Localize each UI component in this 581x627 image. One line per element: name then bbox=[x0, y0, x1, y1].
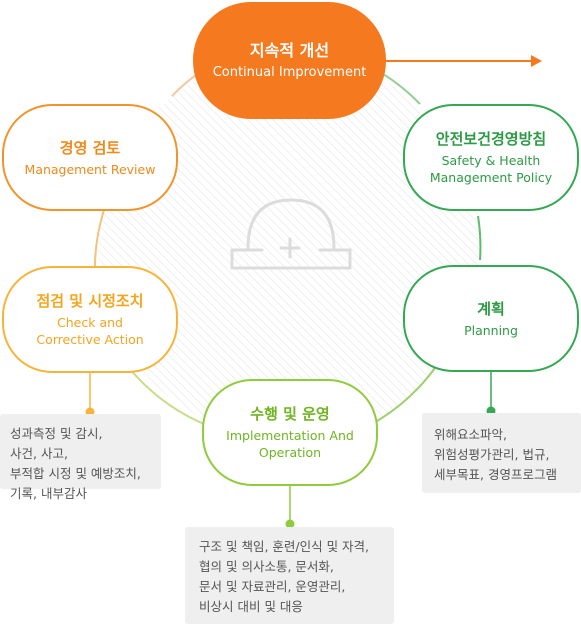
helmet-icon bbox=[230, 198, 352, 270]
implementation-connector-dot bbox=[285, 519, 295, 529]
safety-health-policy-subtitle-line: Safety & Health bbox=[441, 153, 541, 168]
continual-improvement-node: 지속적 개선 Continual Improvement bbox=[193, 2, 386, 119]
implementation-detail-line: 문서 및 자료관리, 운영관리, bbox=[199, 579, 346, 594]
planning-subtitle: Planning bbox=[464, 322, 518, 338]
planning-detail-line: 위해요소파악, bbox=[434, 427, 507, 442]
check-corrective-subtitle-line: Corrective Action bbox=[36, 332, 144, 347]
planning-details-box: 위해요소파악, 위험성평가관리, 법규, 세부목표, 경영프로그램 bbox=[422, 413, 581, 493]
safety-health-policy-title: 안전보건경영방침 bbox=[435, 130, 547, 148]
safety-health-policy-subtitle: Safety & Health Management Policy bbox=[430, 152, 552, 186]
implementation-title: 수행 및 운영 bbox=[250, 405, 330, 423]
continual-improvement-subtitle: Continual Improvement bbox=[212, 64, 367, 80]
check-corrective-node: 점검 및 시정조치 Check and Corrective Action bbox=[2, 266, 178, 373]
implementation-subtitle: Implementation And Operation bbox=[226, 427, 354, 461]
management-review-subtitle: Management Review bbox=[24, 161, 156, 177]
check-corrective-title: 점검 및 시정조치 bbox=[36, 292, 144, 310]
continual-improvement-title: 지속적 개선 bbox=[249, 40, 330, 60]
implementation-subtitle-line: Operation bbox=[258, 445, 322, 460]
safety-health-policy-node: 안전보건경영방침 Safety & Health Management Poli… bbox=[403, 104, 579, 211]
implementation-detail-line: 비상시 대비 및 대응 bbox=[199, 599, 303, 614]
implementation-details-box: 구조 및 책임, 훈련/인식 및 자격, 협의 및 의사소통, 문서화, 문서 … bbox=[185, 527, 394, 624]
implementation-node: 수행 및 운영 Implementation And Operation bbox=[202, 379, 378, 486]
check-detail-line: 사건, 사고, bbox=[10, 446, 68, 461]
improvement-arrowhead bbox=[531, 55, 542, 67]
check-detail-line: 부적합 시정 및 예방조치, bbox=[10, 466, 141, 481]
implementation-subtitle-line: Implementation And bbox=[226, 428, 354, 443]
check-detail-line: 성과측정 및 감시, bbox=[10, 426, 103, 441]
safety-health-policy-subtitle-line: Management Policy bbox=[429, 170, 553, 185]
planning-title: 계획 bbox=[477, 299, 505, 318]
implementation-detail-line: 구조 및 책임, 훈련/인식 및 자격, bbox=[199, 539, 370, 554]
check-details-box: 성과측정 및 감시, 사건, 사고, 부적합 시정 및 예방조치, 기록, 내부… bbox=[0, 414, 161, 501]
implementation-detail-line: 협의 및 의사소통, 문서화, bbox=[199, 559, 334, 574]
check-corrective-subtitle-line: Check and bbox=[57, 315, 123, 330]
planning-detail-line: 위험성평가관리, 법규, bbox=[434, 447, 550, 462]
check-corrective-subtitle: Check and Corrective Action bbox=[36, 314, 143, 348]
planning-detail-line: 세부목표, 경영프로그램 bbox=[434, 467, 557, 482]
management-review-node: 경영 검토 Management Review bbox=[2, 104, 178, 211]
check-detail-line: 기록, 내부감사 bbox=[10, 486, 87, 501]
cycle-arc-planning-policy bbox=[477, 215, 482, 261]
management-review-title: 경영 검토 bbox=[59, 138, 121, 157]
planning-node: 계획 Planning bbox=[403, 265, 579, 372]
